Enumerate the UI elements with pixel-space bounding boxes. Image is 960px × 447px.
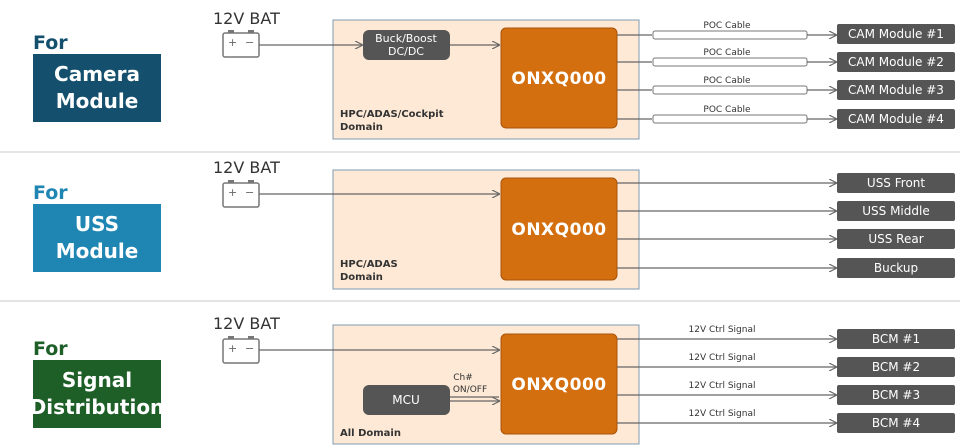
module-title-line: Module xyxy=(56,239,139,263)
chip-label: ONXQ000 xyxy=(511,375,606,395)
output-box xyxy=(837,229,955,249)
output-box xyxy=(837,109,955,129)
for-label: For xyxy=(33,32,68,54)
output-box xyxy=(837,52,955,72)
svg-text:−: − xyxy=(245,36,254,49)
output-label: BCM #2 xyxy=(872,360,920,374)
module-title-line: Camera xyxy=(54,62,140,86)
output-box xyxy=(837,173,955,193)
output-label: USS Rear xyxy=(868,232,923,246)
output-box xyxy=(837,413,955,433)
cable-label: POC Cable xyxy=(703,105,751,115)
output-box xyxy=(837,201,955,221)
output-box xyxy=(837,258,955,278)
signal-label: 12V Ctrl Signal xyxy=(689,353,756,363)
battery-label: 12V BAT xyxy=(213,158,280,177)
svg-text:−: − xyxy=(245,186,254,199)
for-label: For xyxy=(33,182,68,204)
poc-cable xyxy=(652,30,808,40)
output-label: BCM #3 xyxy=(872,388,920,402)
converter-label: DC/DC xyxy=(388,45,424,58)
domain-label: Domain xyxy=(340,272,383,283)
mcu-box xyxy=(363,385,450,415)
module-title-line: Distribution xyxy=(30,395,165,419)
domain-label: All Domain xyxy=(340,428,401,439)
mcu-signal-label: ON/OFF xyxy=(453,385,487,395)
chip-label: ONXQ000 xyxy=(511,220,606,240)
output-label: BCM #1 xyxy=(872,332,920,346)
battery-icon: + − xyxy=(222,30,260,58)
module-title-line: Module xyxy=(56,89,139,113)
output-label: Buckup xyxy=(874,261,918,275)
uss-section: For USS Module 12V BAT + − HPC/ADAS Doma… xyxy=(33,158,955,290)
camera-module-box xyxy=(33,54,161,122)
svg-text:+: + xyxy=(228,342,237,355)
onxq-chip xyxy=(500,333,618,435)
svg-text:−: − xyxy=(245,342,254,355)
cable-label: POC Cable xyxy=(703,21,751,31)
output-label: CAM Module #1 xyxy=(848,27,944,41)
camera-section: For Camera Module 12V BAT + − HPC/ADAS/C… xyxy=(33,9,955,140)
output-label: BCM #4 xyxy=(872,416,920,430)
output-label: CAM Module #2 xyxy=(848,55,944,69)
signal-label: 12V Ctrl Signal xyxy=(689,381,756,391)
mcu-signal-label: Ch# xyxy=(453,373,473,383)
signal-label: 12V Ctrl Signal xyxy=(689,325,756,335)
output-box xyxy=(837,385,955,405)
output-label: USS Front xyxy=(867,176,925,190)
uss-module-box xyxy=(33,204,161,272)
output-box xyxy=(837,80,955,100)
output-box xyxy=(837,357,955,377)
domain-label: HPC/ADAS xyxy=(340,259,398,270)
mcu-label: MCU xyxy=(392,393,420,407)
battery-icon: + − xyxy=(222,336,260,364)
svg-text:+: + xyxy=(228,186,237,199)
module-title-line: Signal xyxy=(62,368,132,392)
poc-cable xyxy=(652,114,808,124)
signal-section: For Signal Distribution 12V BAT + − All … xyxy=(30,314,955,445)
battery-label: 12V BAT xyxy=(213,314,280,333)
onxq-chip xyxy=(500,27,618,129)
output-label: CAM Module #3 xyxy=(848,83,944,97)
buck-boost-converter xyxy=(363,30,450,60)
poc-cable xyxy=(652,85,808,95)
output-label: USS Middle xyxy=(862,204,929,218)
battery-icon: + − xyxy=(222,180,260,208)
output-box xyxy=(837,329,955,349)
poc-cable xyxy=(652,57,808,67)
output-box xyxy=(837,24,955,44)
signal-module-box xyxy=(33,360,161,428)
domain-label: Domain xyxy=(340,122,383,133)
cable-label: POC Cable xyxy=(703,76,751,86)
signal-label: 12V Ctrl Signal xyxy=(689,409,756,419)
converter-label: Buck/Boost xyxy=(375,32,437,45)
onxq-chip xyxy=(500,177,618,281)
for-label: For xyxy=(33,338,68,360)
module-title-line: USS xyxy=(75,212,119,236)
output-label: CAM Module #4 xyxy=(848,112,944,126)
battery-label: 12V BAT xyxy=(213,9,280,28)
domain-label: HPC/ADAS/Cockpit xyxy=(340,109,444,120)
chip-label: ONXQ000 xyxy=(511,69,606,89)
svg-text:+: + xyxy=(228,36,237,49)
cable-label: POC Cable xyxy=(703,48,751,58)
